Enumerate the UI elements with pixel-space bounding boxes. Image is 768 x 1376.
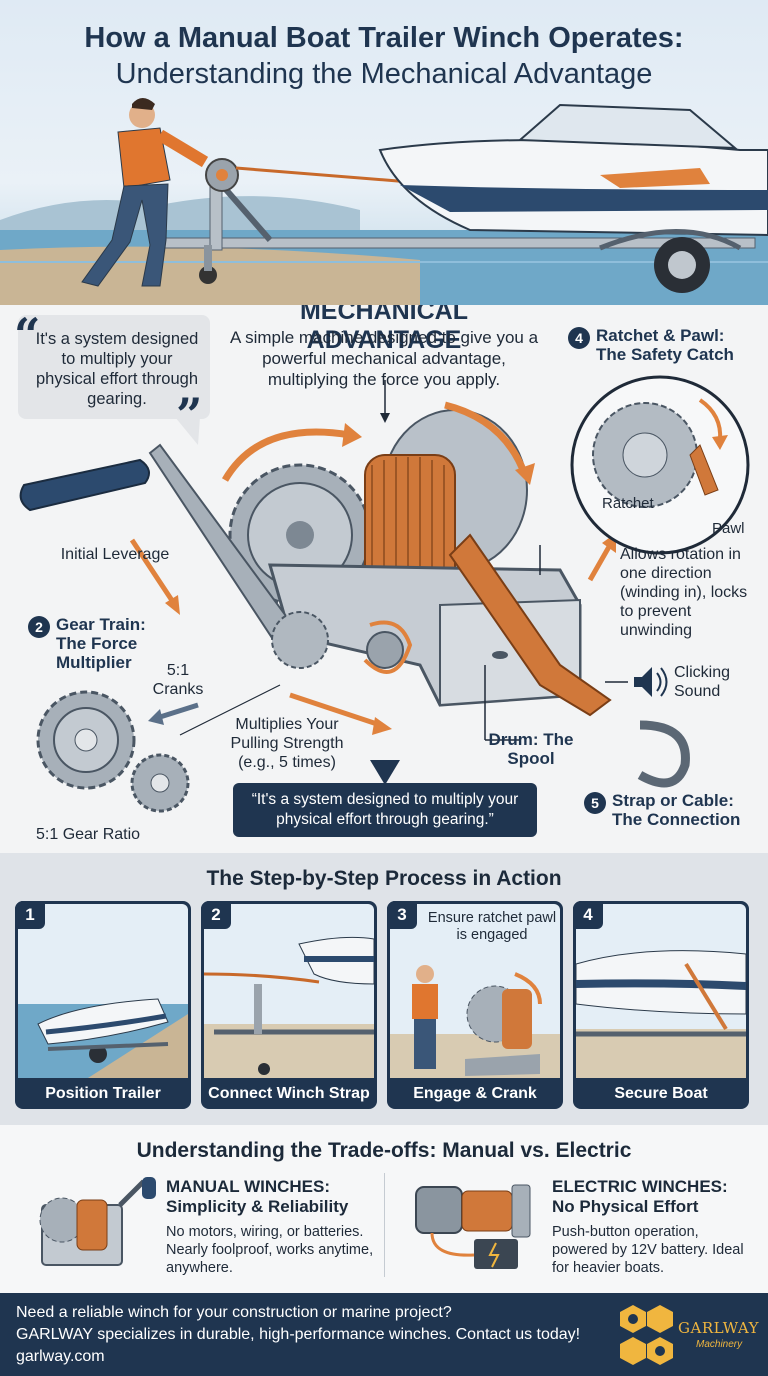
clicking-sound-label: Clicking Sound bbox=[674, 664, 731, 700]
steps-section: The Step-by-Step Process in Action 1 Pos… bbox=[0, 853, 768, 1125]
garlway-logo: GARLWAY Machinery bbox=[618, 1303, 760, 1367]
manual-title: MANUAL WINCHES: Simplicity & Reliability bbox=[166, 1177, 349, 1216]
hero-banner: How a Manual Boat Trailer Winch Operates… bbox=[0, 0, 768, 305]
drum-label: Drum: The Spool bbox=[488, 730, 574, 768]
dark-quote-callout: “It's a system designed to multiply your… bbox=[233, 783, 537, 837]
logo-sub-text: Machinery bbox=[696, 1339, 743, 1350]
gear-ratio-label: 5:1 Gear Ratio bbox=[36, 826, 141, 843]
electric-winch-icon bbox=[415, 1184, 531, 1269]
tradeoffs-section: Understanding the Trade-offs: Manual vs.… bbox=[0, 1125, 768, 1293]
speaker-icon bbox=[634, 667, 668, 697]
manual-winch-icon bbox=[39, 1177, 156, 1266]
manual-description: No motors, wiring, or batteries. Nearly … bbox=[166, 1224, 374, 1276]
initial-leverage-label: Initial Leverage bbox=[60, 546, 170, 563]
footer-url-link[interactable]: garlway.com bbox=[16, 1348, 105, 1365]
winch-diagram bbox=[19, 375, 750, 813]
step-4-caption: Secure Boat bbox=[614, 1085, 708, 1102]
step-2-caption: Connect Winch Strap bbox=[208, 1085, 370, 1102]
mechanical-advantage-section: MECHANICAL ADVANTAGE A simple machine de… bbox=[0, 305, 768, 853]
strap-number: 5 bbox=[584, 792, 606, 814]
tradeoffs-heading: Understanding the Trade-offs: Manual vs.… bbox=[136, 1139, 632, 1162]
footer: Need a reliable winch for your construct… bbox=[0, 1293, 768, 1376]
pawl-label: Pawl bbox=[712, 520, 745, 537]
ratchet-label: Ratchet bbox=[602, 495, 654, 512]
step-4-number: 4 bbox=[573, 901, 603, 929]
electric-title: ELECTRIC WINCHES: No Physical Effort bbox=[552, 1177, 728, 1216]
hero-illustration bbox=[0, 98, 768, 305]
page-subtitle: Understanding the Mechanical Advantage bbox=[115, 58, 653, 90]
ratchet-description: Allows rotation in one direction (windin… bbox=[620, 546, 748, 639]
step-1-scene bbox=[18, 904, 188, 1078]
ratchet-number: 4 bbox=[568, 327, 590, 349]
step-4-scene bbox=[576, 904, 746, 1078]
quote-callout: It's a system designed to multiply your … bbox=[18, 315, 210, 419]
step-3-note: Ensure ratchet pawl is engaged bbox=[427, 910, 557, 943]
section-description: A simple machine designed to give you a … bbox=[229, 328, 539, 389]
multiplies-label: Multiplies Your Pulling Strength (e.g., … bbox=[230, 716, 344, 771]
ratchet-title: Ratchet & Pawl: The Safety Catch bbox=[596, 326, 734, 364]
page-title: How a Manual Boat Trailer Winch Operates… bbox=[84, 22, 684, 54]
step-2-number: 2 bbox=[201, 901, 231, 929]
section-title: MECHANICAL ADVANTAGE bbox=[222, 305, 546, 354]
footer-line-1: Need a reliable winch for your construct… bbox=[16, 1304, 452, 1321]
footer-line-2: GARLWAY specializes in durable, high-per… bbox=[16, 1326, 581, 1343]
column-divider bbox=[384, 1173, 385, 1277]
hexagon-logo-icon bbox=[620, 1305, 673, 1365]
step-3-number: 3 bbox=[387, 901, 417, 929]
strap-title: Strap or Cable: The Connection bbox=[612, 791, 741, 829]
step-2-scene bbox=[204, 904, 374, 1078]
gear-train-title: Gear Train: The Force Multiplier bbox=[56, 615, 146, 672]
open-quote-icon: “ bbox=[14, 308, 41, 362]
step-3-scene: Ensure ratchet pawl is engaged bbox=[390, 904, 560, 1078]
step-card-3: Ensure ratchet pawl is engaged 3 Engage … bbox=[387, 901, 563, 1109]
step-1-caption: Position Trailer bbox=[45, 1085, 161, 1102]
step-1-number: 1 bbox=[15, 901, 45, 929]
quote-text: It's a system designed to multiply your … bbox=[35, 330, 199, 408]
cranks-ratio-label: 5:1 Cranks bbox=[152, 662, 204, 698]
close-quote-icon: ” bbox=[176, 388, 203, 442]
steps-heading: The Step-by-Step Process in Action bbox=[206, 867, 562, 890]
step-3-caption: Engage & Crank bbox=[413, 1085, 537, 1102]
gear-train-number: 2 bbox=[28, 616, 50, 638]
step-card-2: 2 Connect Winch Strap bbox=[201, 901, 377, 1109]
electric-description: Push-button operation, powered by 12V ba… bbox=[552, 1224, 744, 1276]
step-card-4: 4 Secure Boat bbox=[573, 901, 749, 1109]
step-card-1: 1 Position Trailer bbox=[15, 901, 191, 1109]
logo-brand-text: GARLWAY bbox=[678, 1319, 760, 1337]
